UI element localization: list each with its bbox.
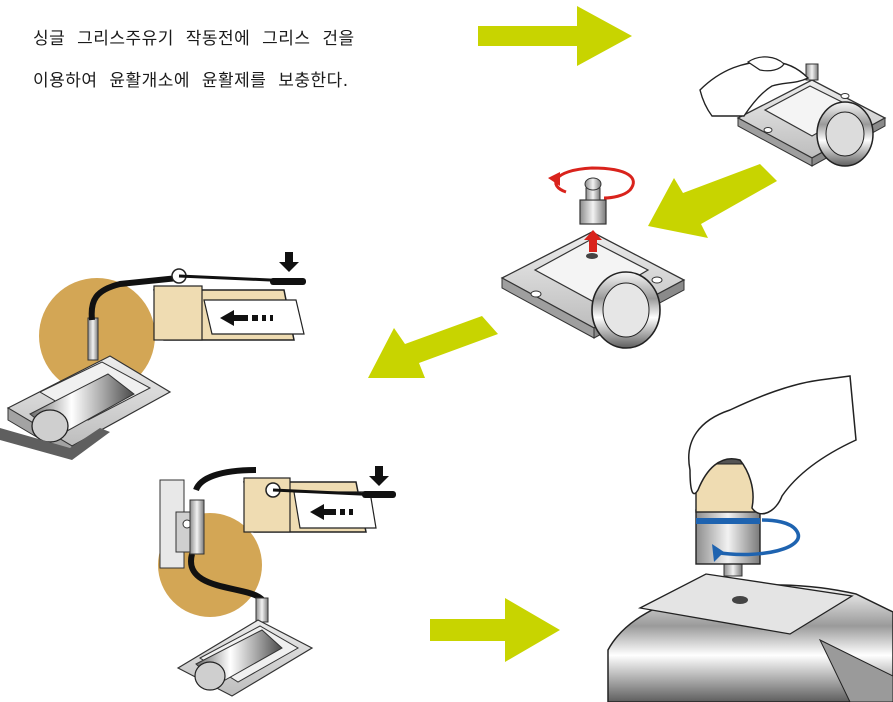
grease-gun-fill-illustration (0, 252, 306, 460)
nipple-removal-illustration (500, 166, 686, 349)
lubricator-mount-illustration (607, 375, 893, 702)
up-arrow-icon (584, 230, 602, 252)
instruction-line-1: 싱글 그리스주유기 작동전에 그리스 건을 (33, 29, 355, 49)
hand-icon (688, 375, 857, 515)
down-left-arrow-icon (648, 164, 777, 238)
push-down-icon (279, 252, 299, 272)
rotate-arrow-icon (713, 518, 801, 557)
wall-mounted-fill-illustration (158, 466, 396, 697)
down-left-arrow-icon (368, 316, 498, 378)
instruction-line-2: 이용하여 윤활개소에 윤활제를 보충한다. (33, 71, 349, 91)
right-arrow-icon (478, 6, 632, 66)
wiping-bearing-illustration (699, 56, 887, 167)
right-arrow-icon (430, 598, 560, 662)
push-down-icon (369, 466, 389, 486)
